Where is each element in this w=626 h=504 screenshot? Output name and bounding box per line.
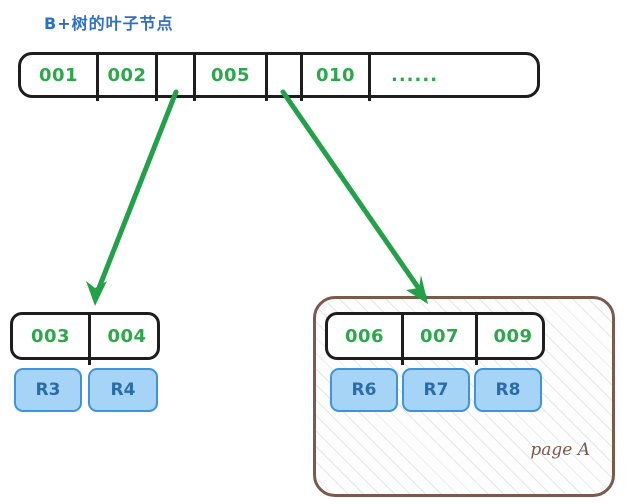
left-key-cell-004[interactable]: 004 [107, 325, 147, 347]
leaf-cell-divider [265, 53, 268, 101]
leaf-cell-divider [368, 53, 371, 101]
pointer-arrow-right [280, 89, 428, 304]
leaf-cell-divider [193, 53, 196, 101]
right-key-cell-006[interactable]: 006 [344, 325, 385, 347]
record-box-r4[interactable]: R4 [88, 368, 158, 412]
record-box-r8[interactable]: R8 [474, 368, 542, 412]
right-key-divider [401, 313, 404, 365]
page-title: B+树的叶子节点 [44, 14, 174, 33]
leaf-cell-pointer-2[interactable] [268, 55, 300, 95]
record-box-r6[interactable]: R6 [330, 368, 398, 412]
leaf-cell-ellipsis: ...... [391, 64, 439, 86]
leaf-cell-key-002[interactable]: 002 [107, 64, 147, 86]
leaf-cell-divider [96, 53, 99, 101]
leaf-cell-key-001[interactable]: 001 [38, 64, 79, 86]
right-key-divider [475, 313, 478, 365]
record-box-r3[interactable]: R3 [14, 368, 82, 412]
page-a-label: page A [530, 440, 590, 460]
leaf-cell-divider [300, 53, 303, 101]
record-box-r7[interactable]: R7 [402, 368, 470, 412]
left-key-cell-003[interactable]: 003 [30, 325, 71, 347]
leaf-cell-key-010[interactable]: 010 [315, 64, 356, 86]
pointer-arrow-left [86, 89, 179, 306]
leaf-cell-pointer-1[interactable] [158, 55, 193, 95]
leaf-cell-key-005[interactable]: 005 [210, 64, 251, 86]
right-child-node: 006 007 009 [325, 312, 545, 365]
left-key-divider [88, 313, 91, 365]
left-child-node: 003 004 [10, 312, 160, 365]
right-key-cell-007[interactable]: 007 [419, 325, 460, 347]
right-key-cell-009[interactable]: 009 [493, 325, 533, 347]
leaf-cell-divider [155, 53, 158, 101]
b-plus-tree-leaf-node: 001 002 005 010 ...... [18, 52, 540, 101]
